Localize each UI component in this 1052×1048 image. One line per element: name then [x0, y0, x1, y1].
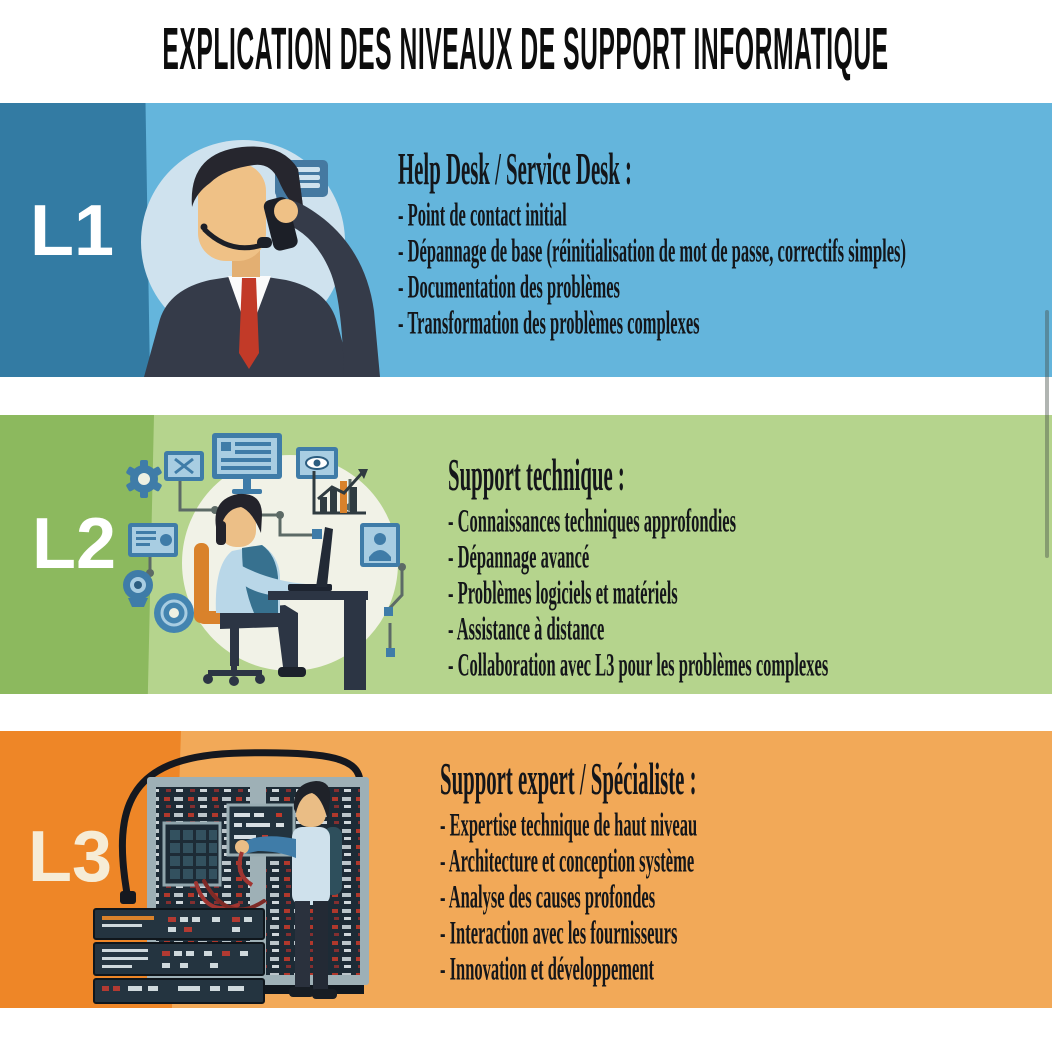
- engineer-hair: [293, 781, 331, 821]
- l2-label: L2: [32, 504, 117, 584]
- laptop-icon: [316, 527, 333, 587]
- l3-bullet: - Interaction avec les fournisseurs: [440, 914, 678, 952]
- technician-illustration: [123, 433, 406, 690]
- l1-accent-panel: [0, 103, 150, 377]
- keypad-panel-icon: [162, 821, 222, 887]
- desk-and-laptop: [268, 527, 368, 690]
- engineer-leg: [313, 901, 328, 991]
- gear-icon: [126, 460, 162, 498]
- l3-heading: Support expert / Spécialiste :: [440, 752, 697, 805]
- eye-monitor-icon: [296, 447, 338, 479]
- page-title: EXPLICATION DES NIVEAUX DE SUPPORT INFOR…: [162, 16, 890, 83]
- l3-bullet: - Analyse des causes profondes: [440, 878, 656, 916]
- agent-tie: [239, 278, 259, 369]
- engineer-arm: [242, 836, 296, 858]
- l3-bullet: - Expertise technique de haut niveau: [440, 806, 698, 844]
- l1-bullet: - Point de contact initial: [398, 196, 567, 234]
- tech-hair: [215, 493, 262, 533]
- l3-label: L3: [28, 817, 113, 897]
- media-screen-icon: [128, 523, 178, 557]
- technician-figure: [215, 493, 329, 677]
- disc-icon: [154, 593, 194, 633]
- tech-legs: [220, 605, 298, 667]
- support-agent-illustration: [141, 140, 380, 377]
- network-squares: [312, 529, 395, 657]
- engineer-shoe: [312, 989, 337, 999]
- agent-hand: [274, 199, 298, 223]
- desk-leg: [344, 600, 366, 690]
- l2-bullet: - Dépannage avancé: [448, 538, 590, 576]
- l2-heading: Support technique :: [448, 448, 625, 501]
- l2-bullet: - Connaissances techniques approfondies: [448, 502, 737, 540]
- l1-heading: Help Desk / Service Desk :: [398, 142, 632, 195]
- l2-bullet: - Collaboration avec L3 pour les problèm…: [448, 646, 829, 684]
- engineer-hand: [235, 840, 249, 854]
- level-band-l2: L2: [0, 415, 1052, 694]
- page-title-wrap: EXPLICATION DES NIVEAUX DE SUPPORT INFOR…: [0, 4, 1052, 96]
- screen-scrollbar-artifact: [1045, 310, 1049, 558]
- cable-icon: [118, 749, 364, 903]
- x-monitor-icon: [164, 451, 204, 481]
- l1-bullet: - Dépannage de base (réinitialisation de…: [398, 232, 906, 270]
- held-cable: [237, 851, 254, 887]
- agent-arm: [278, 201, 380, 377]
- engineer-shoe: [289, 987, 314, 997]
- l1-bullet: - Documentation des problèmes: [398, 268, 620, 306]
- engineer-shirt: [292, 827, 330, 905]
- desk-top: [268, 591, 368, 600]
- l2-copy: Support technique : - Connaissances tech…: [448, 448, 1052, 684]
- agent-figure: [144, 146, 380, 377]
- rack-unit-stack: [93, 908, 265, 1004]
- level-band-l3: L3: [0, 731, 1052, 1008]
- l3-bullet: - Innovation et développement: [440, 950, 655, 988]
- engineer-leg: [295, 901, 310, 991]
- l2-bullet: - Problèmes logiciels et matériels: [448, 574, 678, 612]
- network-nodes-icon: [148, 479, 404, 650]
- tech-shoe: [278, 667, 306, 677]
- l1-bullet: - Transformation des problèmes complexes: [398, 304, 700, 342]
- l3-copy: Support expert / Spécialiste : - Experti…: [440, 752, 933, 988]
- engineer-figure: [235, 781, 342, 999]
- tech-head: [220, 501, 256, 547]
- monitor-icon: [212, 433, 282, 494]
- l2-bullet: - Assistance à distance: [448, 610, 605, 648]
- agent-hair: [191, 146, 304, 215]
- l1-label: L1: [30, 191, 115, 271]
- l3-bullet: - Architecture et conception système: [440, 842, 695, 880]
- headset-mic-icon: [202, 227, 272, 251]
- tech-hair-back: [216, 521, 226, 545]
- cable-plug: [120, 891, 136, 904]
- bar-chart-icon: [312, 469, 368, 515]
- l1-copy: Help Desk / Service Desk : - Point de co…: [398, 142, 1052, 342]
- server-engineer-illustration: [93, 749, 369, 1004]
- webcam-icon: [123, 570, 153, 607]
- level-band-l1: L1: [0, 103, 1052, 377]
- user-screen-icon: [360, 523, 400, 567]
